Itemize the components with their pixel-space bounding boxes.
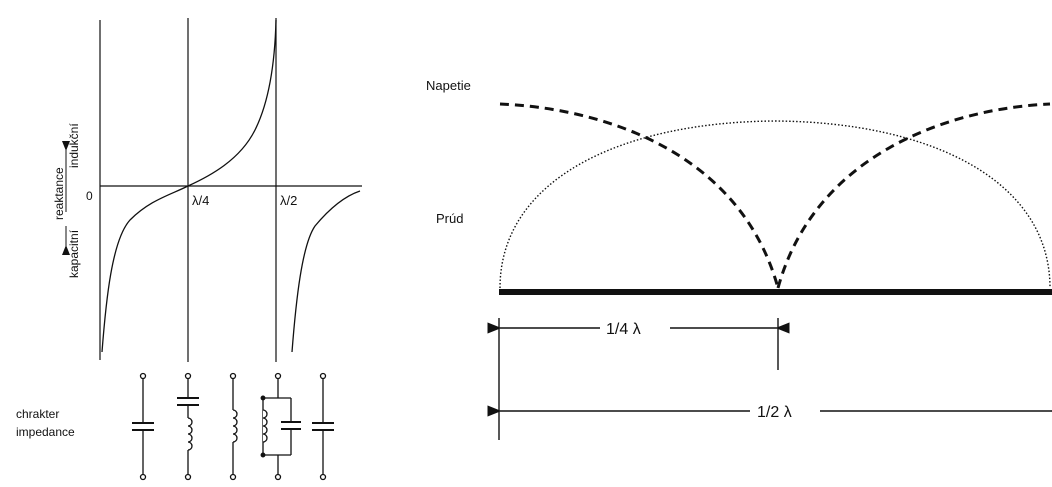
voltage-curve-right — [776, 102, 1051, 289]
reactance-label: reaktance — [52, 167, 66, 220]
inductive-label: indukční — [67, 123, 81, 168]
wave-curves — [499, 102, 1051, 289]
capacitor-symbol — [312, 372, 334, 481]
reactance-vertical-labels: indukční reaktance kapacitní — [52, 123, 81, 278]
impedance-label-line2: impedance — [16, 425, 75, 439]
quarter-wave-dimension: 1/4 λ — [606, 321, 641, 338]
current-curve — [499, 120, 1051, 289]
reactance-curve-second — [291, 190, 361, 353]
capacitive-label: kapacitní — [67, 229, 81, 278]
parallel-lc-symbol — [260, 372, 301, 481]
dimension-lines — [487, 318, 1052, 440]
voltage-label: Napetie — [426, 78, 471, 93]
reactance-plot — [99, 18, 362, 362]
half-wave-dimension: 1/2 λ — [757, 404, 792, 421]
voltage-curve-left — [499, 102, 780, 289]
half-tick-label: λ/2 — [280, 193, 297, 208]
quarter-tick-label: λ/4 — [192, 193, 209, 208]
series-lc-symbol — [177, 372, 199, 481]
impedance-symbols — [132, 372, 334, 481]
zero-label: 0 — [86, 189, 93, 203]
capacitor-symbol — [132, 372, 154, 481]
current-label: Prúd — [436, 211, 463, 226]
inductor-symbol — [229, 372, 238, 481]
impedance-label-line1: chrakter — [16, 407, 59, 421]
reactance-curve-first — [101, 19, 277, 353]
